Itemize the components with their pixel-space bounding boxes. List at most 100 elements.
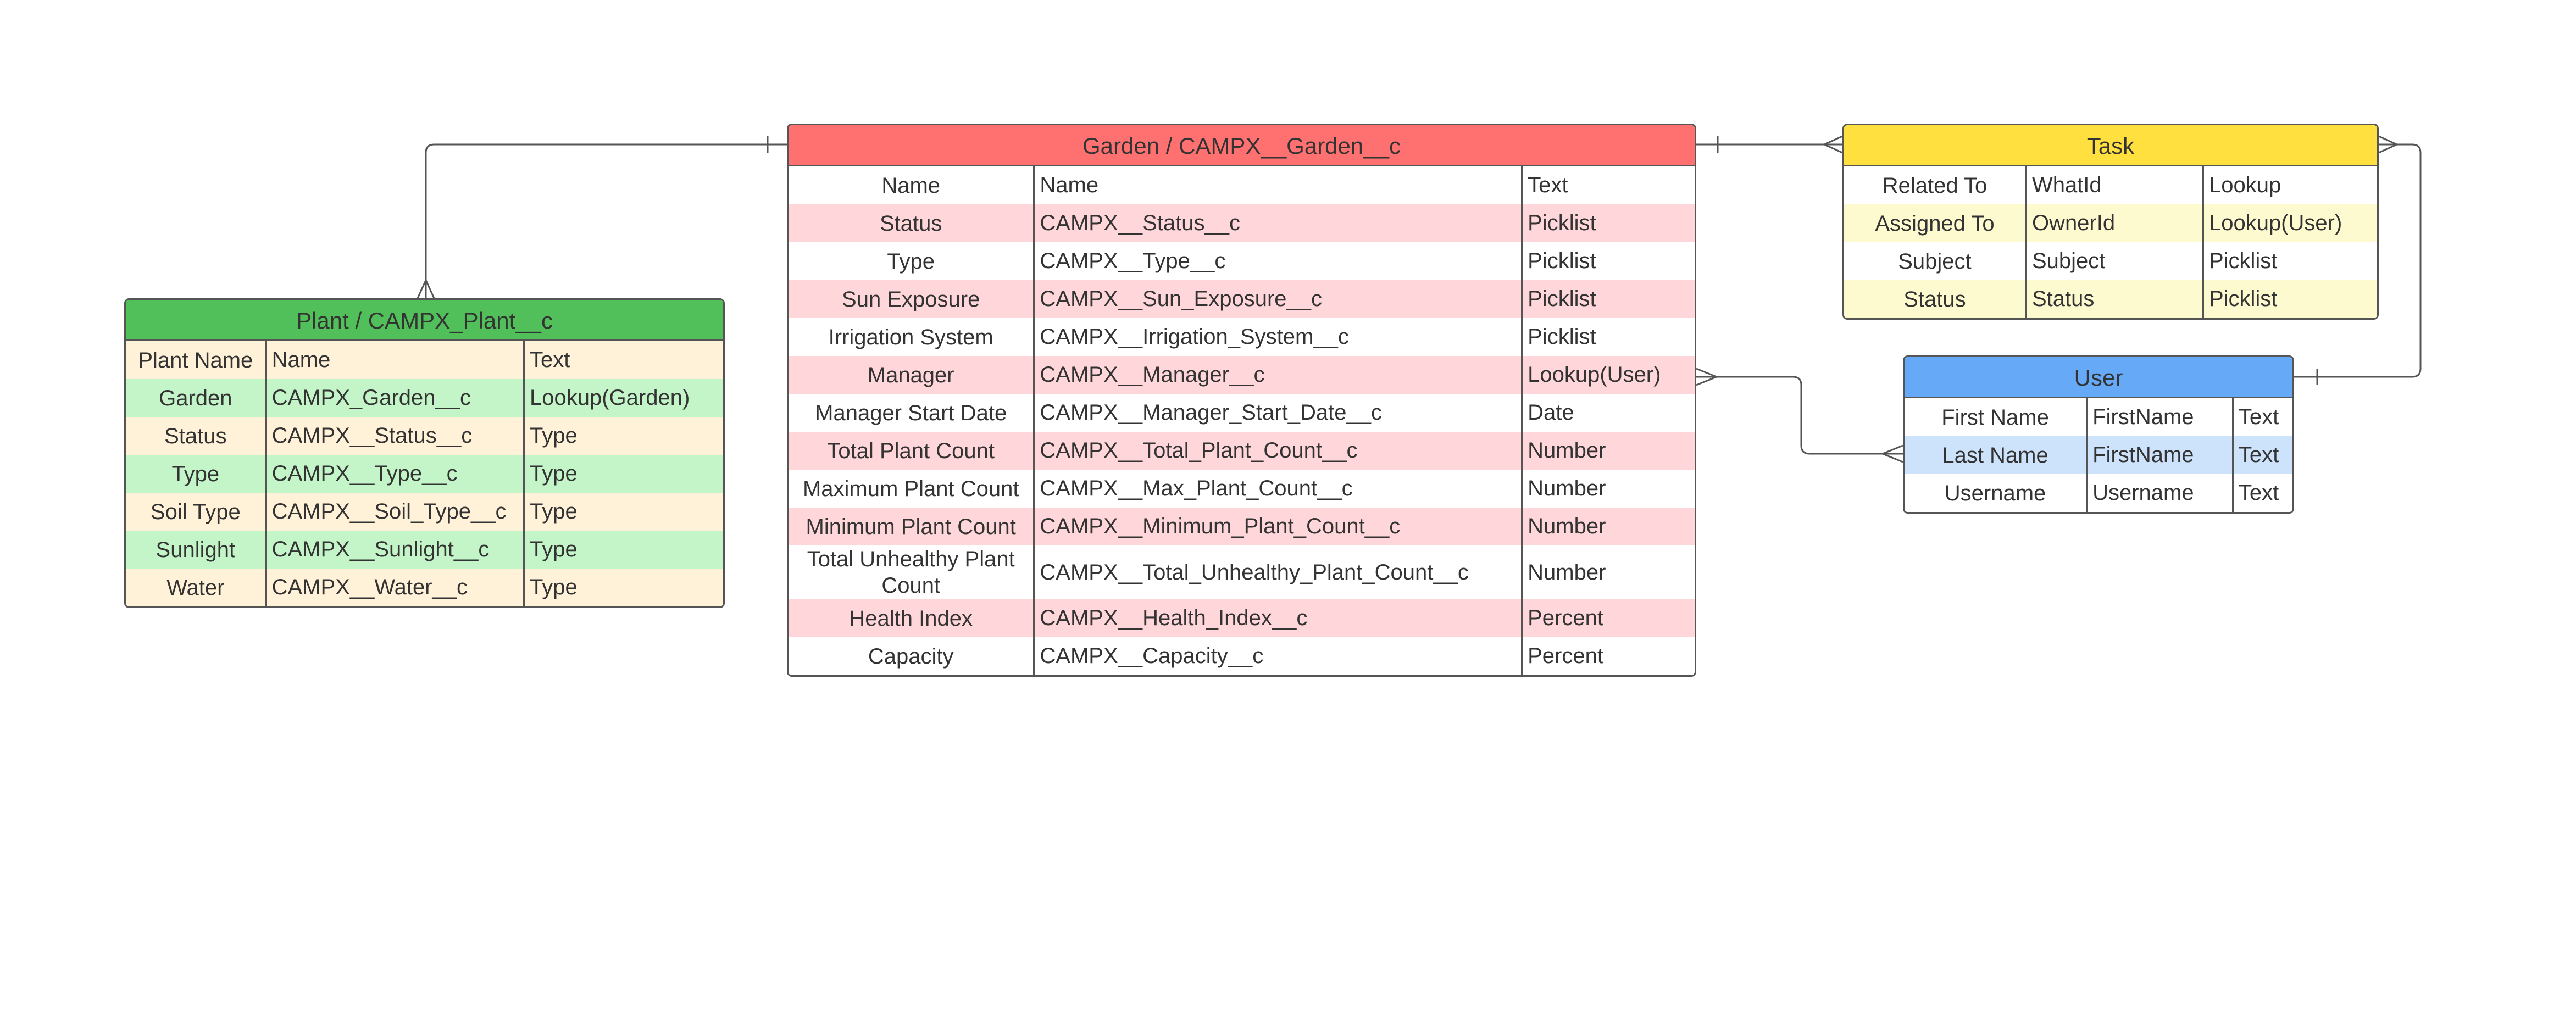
garden-api-name: CAMPX__Max_Plant_Count__c xyxy=(1035,470,1523,508)
garden-field-label: Total Plant Count xyxy=(789,432,1035,470)
plant-api-name: CAMPX_Garden__c xyxy=(267,379,525,417)
user-api-name: FirstName xyxy=(2088,398,2234,436)
garden-field-type: Number xyxy=(1528,560,1606,584)
plant-field-type: Type xyxy=(530,424,578,448)
garden-field-type: Number xyxy=(1528,476,1606,500)
garden-field-label: Sun Exposure xyxy=(789,280,1035,318)
task-field-label: Status xyxy=(1844,280,2027,318)
garden-field-label: Minimum Plant Count xyxy=(789,508,1035,545)
garden-field-label: Capacity xyxy=(789,637,1035,675)
manager-crowfoot-icon xyxy=(1696,368,1719,386)
plant-field-type: Type xyxy=(530,461,578,486)
plant-api-name: CAMPX__Status__c xyxy=(267,417,525,455)
plant-field-label: Sunlight xyxy=(126,531,267,569)
plant-field-label: Type xyxy=(126,455,267,493)
garden-field-label: Status xyxy=(789,204,1035,242)
plant-crowfoot-icon xyxy=(417,278,435,299)
garden-api-name: CAMPX__Type__c xyxy=(1035,242,1523,280)
garden-field-type: Percent xyxy=(1528,606,1603,630)
manager-user-connector xyxy=(1696,376,1903,455)
garden-field-type: Date xyxy=(1528,400,1574,425)
garden-api-name: CAMPX__Minimum_Plant_Count__c xyxy=(1035,508,1523,545)
task-api-name: Subject xyxy=(2027,242,2204,280)
task-right-crowfoot-icon xyxy=(2378,135,2399,154)
task-field-label: Assigned To xyxy=(1844,204,2027,242)
plant-field-type: Type xyxy=(530,575,578,599)
user-field-type: Text xyxy=(2238,443,2279,467)
garden-field-label: Health Index xyxy=(789,599,1035,637)
user-crowfoot-icon xyxy=(1880,444,1903,463)
plant-field-type: Text xyxy=(530,348,570,372)
garden-api-name: CAMPX__Health_Index__c xyxy=(1035,599,1523,637)
plant-api-name: CAMPX__Type__c xyxy=(267,455,525,493)
user-api-name: Username xyxy=(2088,474,2234,512)
user-field-label: Last Name xyxy=(1905,436,2088,474)
garden-api-name: CAMPX__Capacity__c xyxy=(1035,637,1523,675)
plant-api-name: Name xyxy=(267,341,525,379)
garden-api-name: CAMPX__Total_Unhealthy_Plant_Count__c xyxy=(1035,545,1523,599)
plant-field-type: Type xyxy=(530,537,578,561)
garden-field-label: Manager xyxy=(789,356,1035,394)
task-crowfoot-icon xyxy=(1822,135,1843,154)
garden-field-type: Picklist xyxy=(1528,249,1596,273)
garden-api-name: CAMPX__Status__c xyxy=(1035,204,1523,242)
plant-field-label: Plant Name xyxy=(126,341,267,379)
user-field-type: Text xyxy=(2238,481,2279,505)
garden-field-type: Picklist xyxy=(1528,211,1596,235)
garden-api-name: CAMPX__Sun_Exposure__c xyxy=(1035,280,1523,318)
garden-field-type: Lookup(User) xyxy=(1528,363,1661,387)
user-entity-title: User xyxy=(1905,357,2292,398)
garden-field-type: Picklist xyxy=(1528,325,1596,349)
task-field-type: Lookup(User) xyxy=(2208,211,2342,235)
garden-entity-title: Garden / CAMPX__Garden__c xyxy=(789,125,1695,166)
plant-field-type: Type xyxy=(530,499,578,524)
plant-entity-title: Plant / CAMPX_Plant__c xyxy=(126,300,723,341)
garden-field-label: Total Unhealthy Plant Count xyxy=(789,545,1035,599)
garden-field-label: Maximum Plant Count xyxy=(789,470,1035,508)
plant-api-name: CAMPX__Water__c xyxy=(267,569,525,606)
task-api-name: Status xyxy=(2027,280,2204,318)
garden-field-label: Type xyxy=(789,242,1035,280)
user-field-label: Username xyxy=(1905,474,2088,512)
plant-garden-connector xyxy=(425,143,787,298)
plant-api-name: CAMPX__Soil_Type__c xyxy=(267,493,525,531)
garden-field-type: Text xyxy=(1528,173,1568,197)
garden-field-label: Name xyxy=(789,166,1035,204)
garden-api-name: Name xyxy=(1035,166,1523,204)
task-field-label: Related To xyxy=(1844,166,2027,204)
garden-api-name: CAMPX__Manager__c xyxy=(1035,356,1523,394)
task-entity-title: Task xyxy=(1844,125,2377,166)
task-api-name: OwnerId xyxy=(2027,204,2204,242)
